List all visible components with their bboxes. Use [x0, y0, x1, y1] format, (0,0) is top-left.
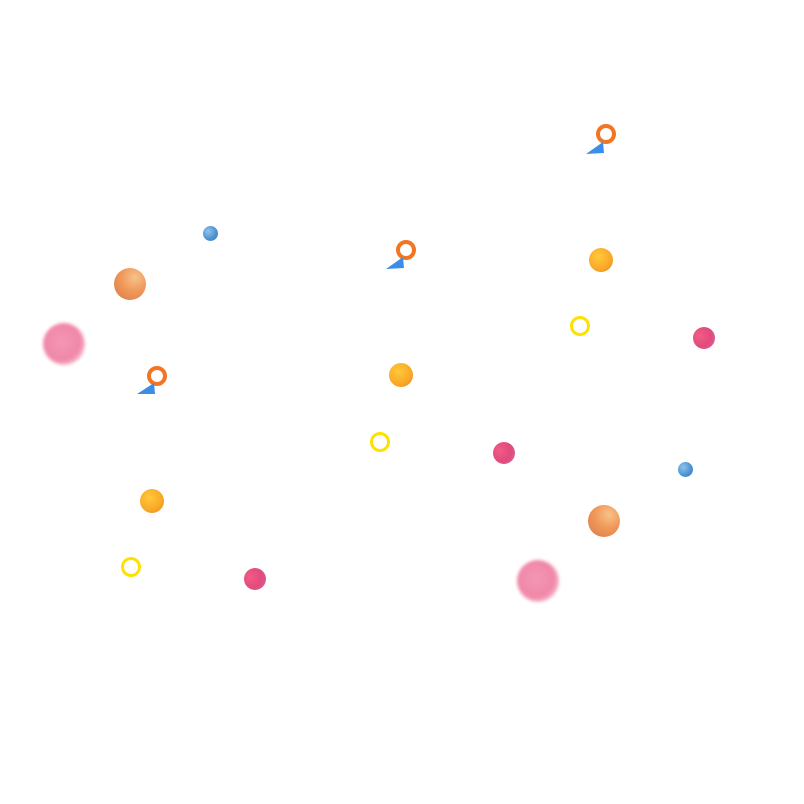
pin-marker-icon — [384, 240, 416, 272]
blurred-pink-bubble — [43, 323, 85, 365]
pin-ring — [396, 240, 416, 260]
pin-triangle-icon — [586, 142, 604, 154]
peach-ball — [114, 268, 146, 300]
pink-ball — [244, 568, 266, 590]
pink-ball — [493, 442, 515, 464]
pin-triangle-icon — [386, 257, 404, 269]
yellow-ring — [370, 432, 390, 452]
blue-dot — [203, 226, 218, 241]
amber-ball — [389, 363, 413, 387]
peach-ball — [588, 505, 620, 537]
pin-ring — [147, 366, 167, 386]
pin-marker-icon — [584, 124, 616, 156]
pink-ball — [693, 327, 715, 349]
blurred-pink-bubble — [517, 560, 559, 602]
amber-ball — [140, 489, 164, 513]
yellow-ring — [570, 316, 590, 336]
pin-ring — [596, 124, 616, 144]
yellow-ring — [121, 557, 141, 577]
pin-triangle-icon — [137, 383, 155, 394]
pin-marker-icon — [135, 366, 167, 398]
amber-ball — [589, 248, 613, 272]
blue-dot — [678, 462, 693, 477]
